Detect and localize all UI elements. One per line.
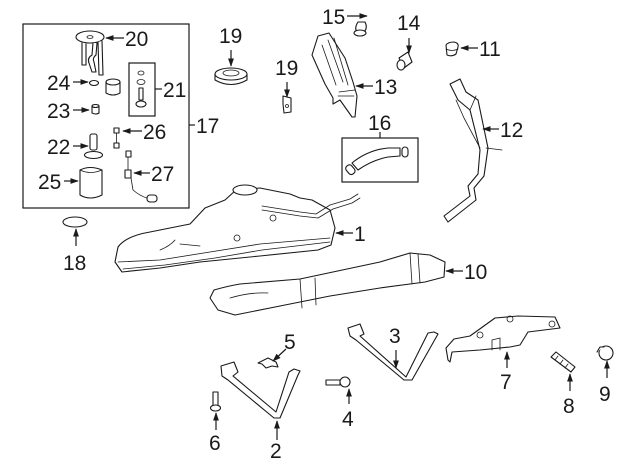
part-filler-pipe[interactable]	[443, 78, 503, 223]
callout-11[interactable]: 11	[479, 38, 501, 61]
part-fuel-pump[interactable]	[83, 133, 104, 160]
part-seal[interactable]	[88, 79, 100, 87]
callout-19b[interactable]: 19	[275, 57, 298, 80]
callout-9[interactable]: 9	[599, 383, 611, 406]
part-o-ring[interactable]	[62, 216, 88, 228]
part-filter-housing[interactable]	[79, 166, 103, 199]
callout-27[interactable]: 27	[151, 163, 174, 186]
part-cushion[interactable]	[214, 67, 248, 86]
callout-1[interactable]: 1	[354, 223, 366, 246]
part-grommet[interactable]	[445, 41, 459, 57]
part-strap-bolt[interactable]	[325, 376, 351, 388]
part-regulator-kit[interactable]	[135, 70, 147, 108]
callout-5[interactable]: 5	[284, 331, 296, 354]
sub-box-16	[341, 137, 419, 183]
callout-4[interactable]: 4	[342, 408, 354, 431]
callout-25[interactable]: 25	[38, 171, 61, 194]
callout-14[interactable]: 14	[397, 12, 421, 35]
callout-15[interactable]: 15	[322, 6, 345, 29]
callout-13[interactable]: 13	[374, 76, 397, 99]
part-bolt-14[interactable]	[396, 51, 413, 71]
callout-8[interactable]: 8	[563, 395, 575, 418]
callout-22[interactable]: 22	[47, 136, 70, 159]
part-nut[interactable]	[596, 345, 614, 361]
callout-10[interactable]: 10	[464, 261, 487, 284]
part-clip-15[interactable]	[353, 21, 367, 37]
part-small-cushion[interactable]	[91, 103, 100, 115]
part-fuel-tank[interactable]	[114, 184, 361, 273]
part-filler-shield[interactable]	[311, 32, 358, 118]
callout-18[interactable]: 18	[63, 252, 86, 275]
part-sender-wire[interactable]	[113, 127, 120, 149]
pump-module-group: 17 20 24 21	[22, 23, 219, 209]
part-rear-strap[interactable]	[347, 323, 439, 381]
callout-19a[interactable]: 19	[219, 25, 242, 48]
part-heat-shield-bracket[interactable]	[445, 315, 561, 363]
part-small-bolt[interactable]	[209, 391, 222, 412]
part-stud[interactable]	[550, 351, 576, 373]
callout-6[interactable]: 6	[209, 432, 221, 455]
part-cup[interactable]	[105, 78, 121, 96]
callout-26[interactable]: 26	[143, 121, 166, 144]
callout-3[interactable]: 3	[389, 325, 401, 348]
leader-5	[272, 348, 287, 362]
callout-20[interactable]: 20	[125, 28, 148, 51]
callout-2[interactable]: 2	[270, 440, 282, 463]
callout-17[interactable]: 17	[196, 115, 219, 138]
callout-24[interactable]: 24	[47, 72, 71, 95]
part-hose-kit[interactable]	[344, 146, 409, 176]
part-front-strap[interactable]	[220, 361, 301, 419]
part-skid-plate[interactable]	[209, 252, 446, 316]
group-box-17	[22, 23, 190, 209]
callout-23[interactable]: 23	[47, 100, 70, 123]
callout-16[interactable]: 16	[368, 112, 391, 135]
callout-21[interactable]: 21	[163, 79, 186, 102]
callout-7[interactable]: 7	[500, 371, 512, 394]
callout-12[interactable]: 12	[500, 119, 523, 142]
part-pump-flange[interactable]	[75, 30, 105, 76]
part-level-sender[interactable]	[124, 150, 158, 203]
